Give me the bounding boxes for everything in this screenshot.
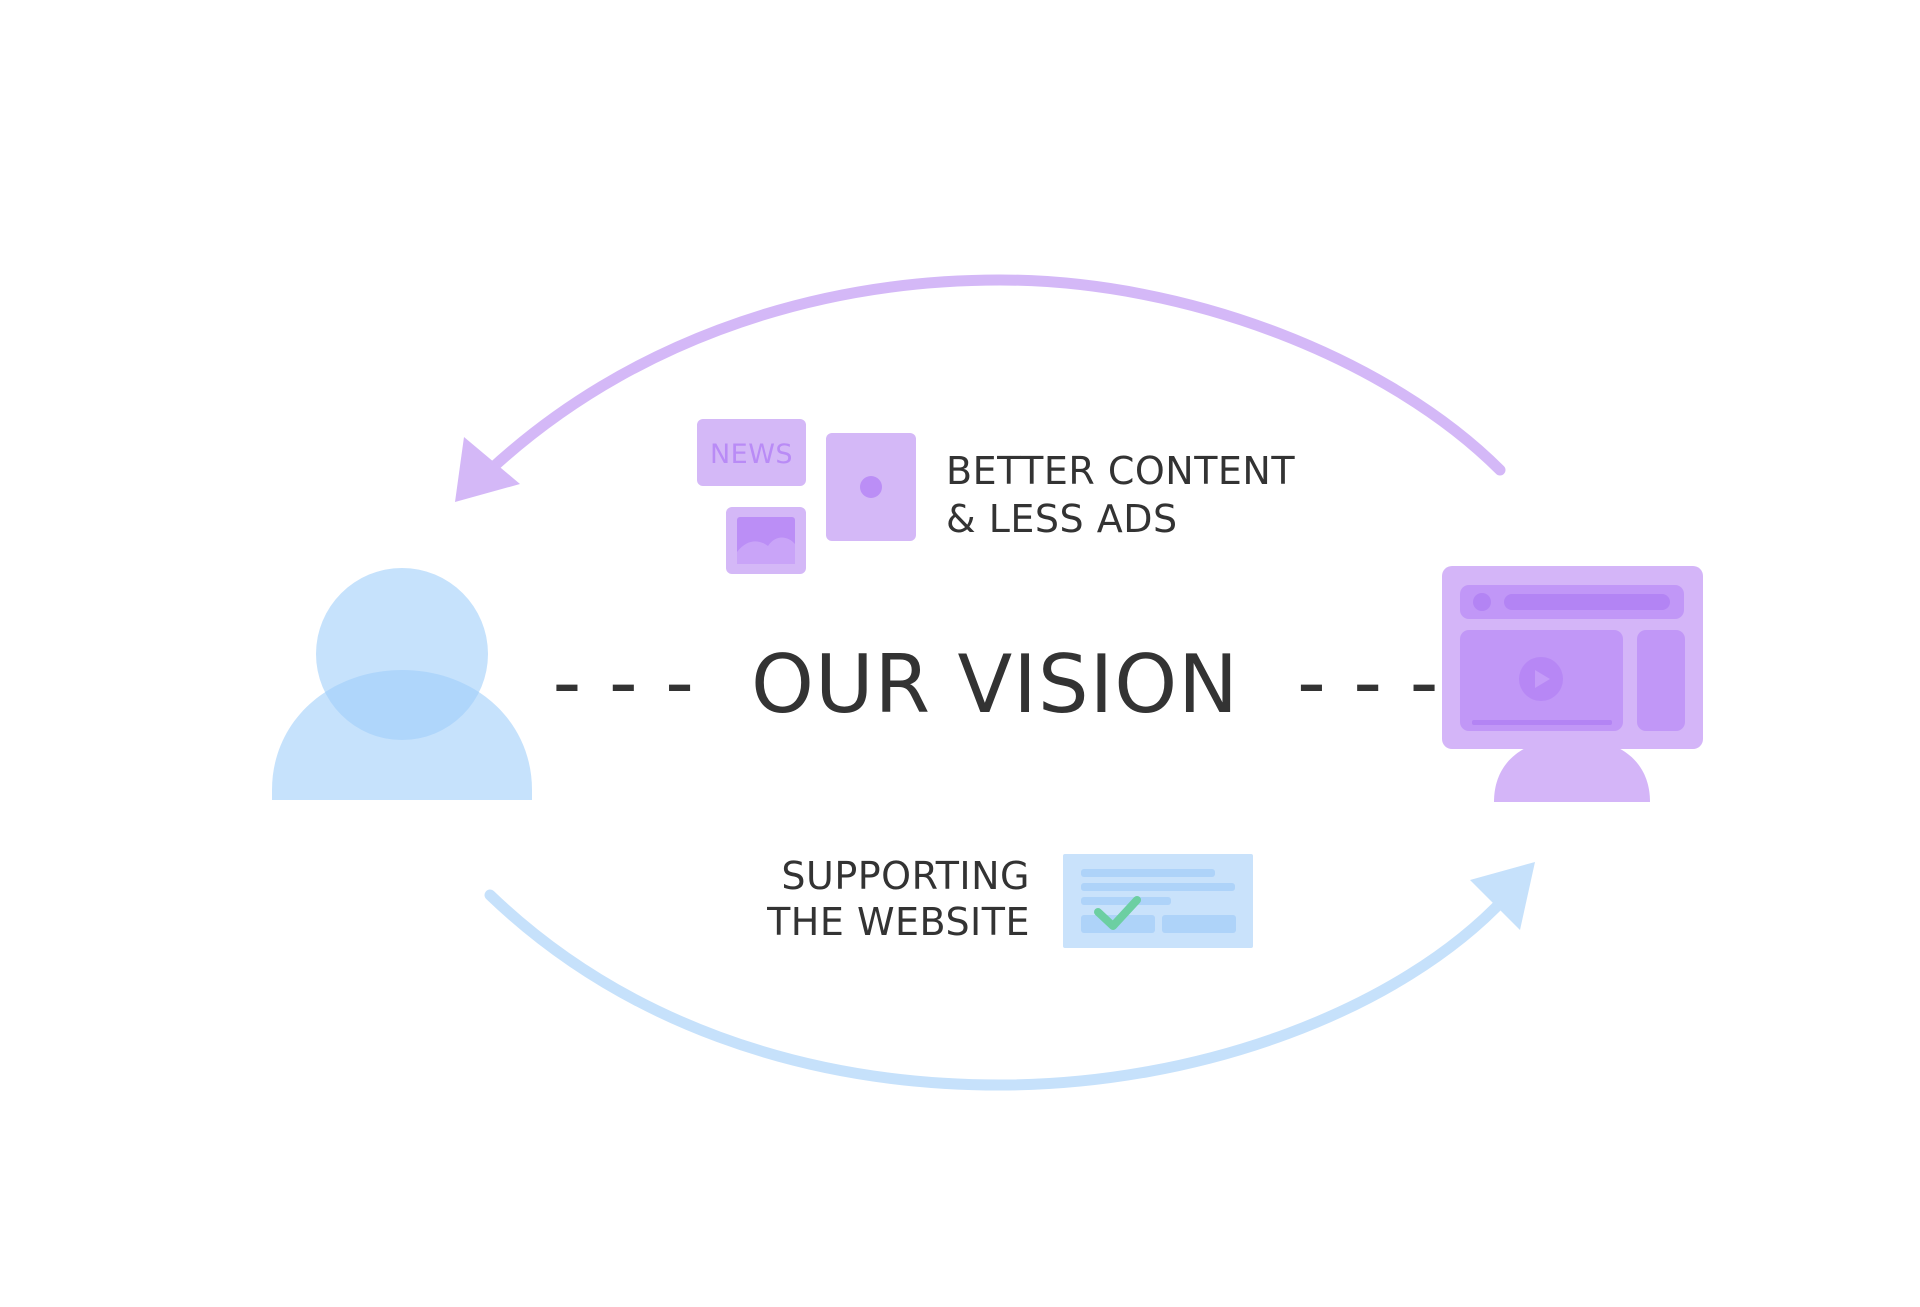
monitor-address-dot <box>1473 593 1491 611</box>
monitor-sidebar-panel <box>1637 630 1685 731</box>
video-card-icon <box>826 433 916 541</box>
play-icon <box>1535 670 1550 688</box>
top-label-line2: & LESS ADS <box>946 497 1178 541</box>
vision-dashes-left: - - - <box>553 636 695 729</box>
check-icon <box>1094 896 1141 930</box>
user-overlap <box>316 670 488 740</box>
bottom-cycle-arrow <box>484 862 1535 1091</box>
monitor-address-line <box>1504 594 1670 610</box>
news-tile-bg <box>697 419 806 486</box>
news-tile-icon: NEWS <box>697 419 806 486</box>
vision-dashes-right: - - - <box>1297 636 1439 729</box>
monitor-footer-line <box>1472 720 1612 725</box>
bottom-label-line2: THE WEBSITE <box>766 900 1030 944</box>
website-monitor-icon <box>1442 566 1703 802</box>
form-line-2 <box>1081 883 1235 891</box>
form-field-2 <box>1162 915 1236 933</box>
top-arc <box>484 274 1506 476</box>
page-title: OUR VISION <box>751 638 1239 731</box>
top-arrowhead-icon <box>455 437 520 502</box>
top-label-line1: BETTER CONTENT <box>946 449 1295 493</box>
monitor-stand <box>1494 738 1650 802</box>
top-cycle-arrow <box>455 274 1506 502</box>
form-line-3 <box>1081 897 1171 905</box>
bottom-label-line1: SUPPORTING <box>781 854 1030 898</box>
news-tile-label: NEWS <box>710 439 793 470</box>
form-line-1 <box>1081 869 1215 877</box>
video-card-dot <box>860 476 882 498</box>
bottom-arrowhead-icon <box>1470 862 1535 930</box>
image-card-icon <box>726 507 806 574</box>
user-icon <box>272 568 532 800</box>
payment-form-icon <box>1063 854 1253 948</box>
image-card-mountain <box>737 537 795 564</box>
bottom-arc <box>484 889 1511 1091</box>
